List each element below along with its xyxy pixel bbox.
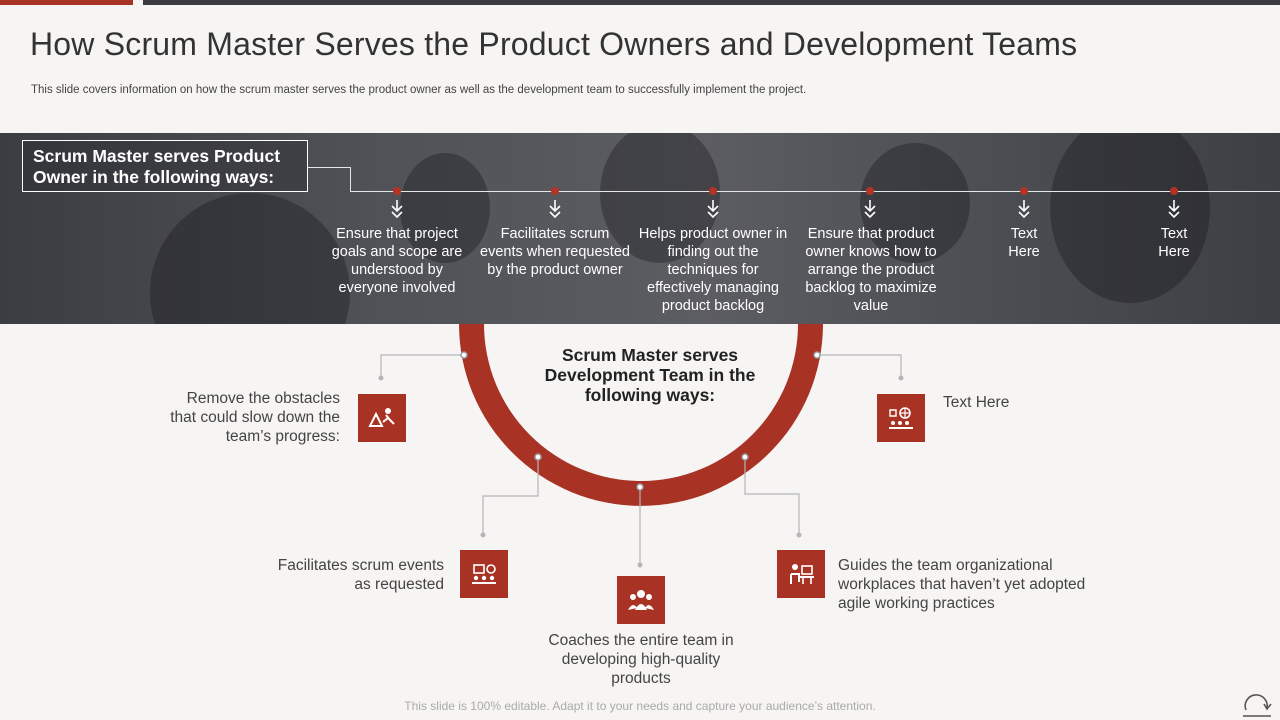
chevron-down-icon: [707, 200, 719, 219]
development-team-item: Facilitates scrum events as requested: [277, 557, 444, 593]
timeline-dot: [393, 187, 401, 195]
development-team-item: Guides the team organizational workplace…: [838, 557, 1086, 612]
product-owner-item: Helps product owner in finding out the t…: [638, 226, 788, 314]
workstation-icon: [777, 550, 825, 598]
development-team-item: Coaches the entire team in developing hi…: [548, 632, 734, 687]
timeline-connector: [308, 167, 351, 168]
product-owner-heading: Scrum Master serves Product Owner in the…: [22, 140, 308, 192]
development-team-item: Remove the obstacles that could slow dow…: [170, 390, 340, 445]
product-owner-item: Ensure that project goals and scope are …: [331, 226, 463, 296]
chevron-down-icon: [864, 200, 876, 219]
product-owner-item: Text Here: [1008, 226, 1040, 260]
refresh-cycle-icon: [1243, 694, 1272, 717]
chevron-down-icon: [1018, 200, 1030, 219]
chevron-down-icon: [549, 200, 561, 219]
timeline-dot: [866, 187, 874, 195]
top-accent-bar-dark: [143, 0, 1280, 5]
background-photo-band: [0, 133, 1280, 324]
top-accent-bar-red: [0, 0, 133, 5]
timeline-line: [350, 191, 1280, 192]
timeline-dot: [1170, 187, 1178, 195]
chevron-down-icon: [391, 200, 403, 219]
product-owner-item: Facilitates scrum events when requested …: [480, 226, 630, 278]
development-team-item: Text Here: [943, 394, 1010, 411]
slide-subtitle: This slide covers information on how the…: [31, 84, 807, 96]
timeline-dot: [551, 187, 559, 195]
obstacle-runner-icon: [358, 394, 406, 442]
conference-globe-icon: [877, 394, 925, 442]
development-team-heading: Scrum Master serves Development Team in …: [544, 345, 756, 405]
timeline-connector: [350, 167, 351, 192]
product-owner-item: Text Here: [1158, 226, 1190, 260]
chevron-down-icon: [1168, 200, 1180, 219]
product-owner-item: Ensure that product owner knows how to a…: [805, 226, 937, 314]
slide-title: How Scrum Master Serves the Product Owne…: [30, 26, 1078, 62]
meeting-presentation-icon: [460, 550, 508, 598]
slide-footer-note: This slide is 100% editable. Adapt it to…: [404, 699, 876, 713]
timeline-dot: [1020, 187, 1028, 195]
team-group-icon: [617, 576, 665, 624]
timeline-dot: [709, 187, 717, 195]
